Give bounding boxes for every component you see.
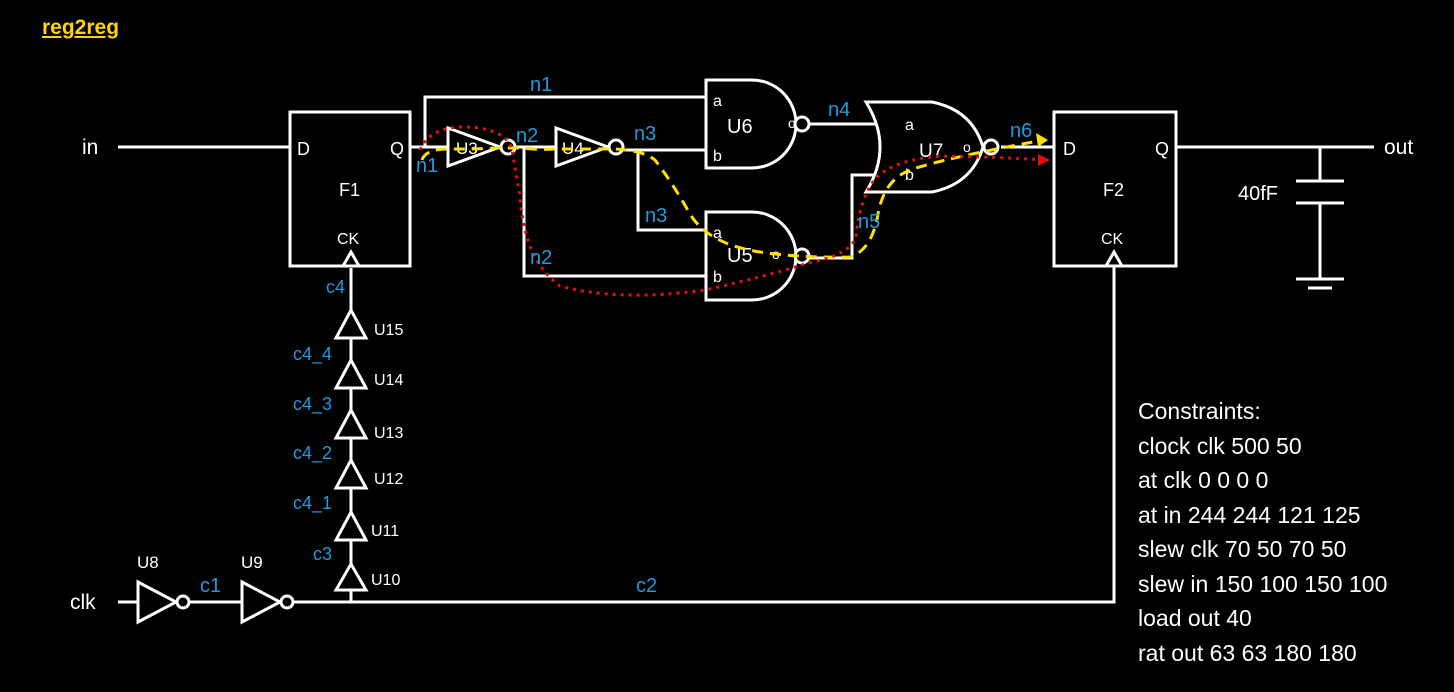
net-n2-label: n2: [530, 247, 552, 269]
u8-label: U8: [137, 553, 159, 572]
u5-pin-b: b: [713, 269, 722, 286]
net-c4-label: c4: [326, 277, 345, 297]
net-n4-label: n4: [828, 99, 850, 121]
flop-f2-clock-triangle: [1103, 248, 1125, 268]
net-c4-4-label: c4_4: [293, 344, 332, 365]
nand-gate-u6: a b o U6: [704, 78, 811, 170]
u7-bubble: [982, 138, 1000, 156]
f1-d-pin: D: [297, 139, 310, 159]
load-capacitor: [1296, 179, 1344, 290]
buffer-u11: [333, 508, 369, 542]
f2-q-pin: Q: [1155, 139, 1169, 159]
flop-f1-clock-triangle: [340, 248, 362, 268]
u6-pin-b: b: [713, 148, 722, 165]
u3-body: [446, 125, 505, 169]
u6-pin-o: o: [788, 115, 796, 131]
inverter-u4: U4: [554, 125, 625, 169]
u9-label: U9: [241, 553, 263, 572]
net-n3-label-top: n3: [634, 123, 656, 145]
wire-n3-down: [636, 150, 706, 232]
u15-label: U15: [374, 322, 403, 339]
load-cap-label: 40fF: [1238, 183, 1278, 205]
net-c4-3-label: c4_3: [293, 394, 332, 415]
u11-label: U11: [371, 523, 399, 540]
constraints-heading: Constraints:: [1138, 398, 1261, 424]
u9-body: [240, 579, 284, 625]
u6-bubble: [793, 115, 811, 133]
f1-label: F1: [339, 180, 360, 200]
u6-label: U6: [727, 116, 753, 138]
f2-label: F2: [1103, 180, 1124, 200]
net-labels: n1 n1 n2 n2 n3 n3 n4 n5 n6 c1 c2 c3 c4_1…: [200, 74, 1032, 597]
net-n5-label: n5: [858, 211, 880, 233]
inverter-u3: U3: [446, 125, 517, 169]
constraint-line: load out 40: [1138, 605, 1252, 631]
nor-gate-u7: a b o U7: [863, 100, 1000, 194]
port-clk-label: clk: [70, 591, 96, 614]
net-c4-1-label: c4_1: [293, 493, 332, 514]
net-c4-2-label: c4_2: [293, 443, 332, 464]
flop-f1-box: [288, 110, 412, 268]
diagram-title: reg2reg: [42, 16, 120, 39]
u4-body: [554, 125, 613, 169]
buffer-u13: [333, 406, 369, 440]
constraint-line: slew in 150 100 150 100: [1138, 570, 1388, 597]
clock-buffer-chain: U10 U11 U12 U13 U14 U15: [333, 306, 403, 592]
wire-n1-top: [423, 95, 706, 147]
u12-label: U12: [374, 471, 403, 488]
u8-bubble: [175, 594, 191, 610]
buffer-u15: [333, 306, 369, 340]
u14-label: U14: [374, 372, 403, 389]
port-out-label: out: [1384, 136, 1413, 159]
critical-path-dashed: [420, 138, 1045, 259]
net-c3-label: c3: [313, 544, 332, 564]
constraint-line: at clk 0 0 0 0: [1138, 467, 1269, 493]
wire-n2-down: [522, 147, 706, 278]
u13-label: U13: [374, 425, 403, 442]
net-n1-label: n1: [416, 155, 438, 177]
net-c2-label: c2: [636, 575, 657, 597]
f2-ck-pin: CK: [1101, 231, 1124, 248]
wire-c2: [294, 264, 1116, 604]
net-n3-label: n3: [645, 205, 667, 227]
f1-ck-pin: CK: [337, 231, 360, 248]
flop-f1: D Q F1 CK: [288, 110, 412, 268]
u7-pin-a: a: [905, 117, 914, 134]
port-in-label: in: [82, 136, 98, 159]
constraint-line: rat out 63 63 180 180: [1138, 639, 1357, 666]
buffer-u14: [333, 356, 369, 390]
u6-pin-a: a: [713, 93, 722, 110]
f1-q-pin: Q: [390, 139, 404, 159]
u5-label: U5: [727, 245, 753, 267]
constraint-line: clock clk 500 50: [1138, 432, 1302, 459]
inverter-u8: U8: [136, 553, 191, 625]
buffer-u10: [333, 560, 369, 592]
u3-label: U3: [456, 139, 478, 158]
inverter-u9: U9: [240, 553, 295, 625]
constraint-line: slew clk 70 50 70 50: [1138, 536, 1347, 562]
u7-pin-b: b: [905, 167, 914, 184]
constraint-line: at in 244 244 121 125: [1138, 501, 1361, 528]
u10-label: U10: [371, 572, 400, 589]
u9-bubble: [279, 594, 295, 610]
f2-d-pin: D: [1063, 139, 1076, 159]
u4-bubble: [607, 138, 625, 156]
constraints-block: Constraints: clock clk 500 50 at clk 0 0…: [1138, 394, 1387, 670]
net-n2-label-top: n2: [516, 125, 538, 147]
flop-f2: D Q F2 CK: [1052, 110, 1178, 268]
u8-body: [136, 579, 180, 625]
critical-path-arrowhead: [1036, 133, 1048, 147]
buffer-u12: [333, 456, 369, 490]
alternate-path-arrowhead: [1038, 154, 1050, 166]
net-c1-label: c1: [200, 575, 221, 597]
u7-pin-o: o: [963, 139, 971, 155]
u5-pin-a: a: [713, 225, 722, 242]
flop-f2-box: [1052, 110, 1178, 268]
net-n1-label-top: n1: [530, 74, 552, 96]
u7-body: [863, 100, 985, 194]
net-n6-label: n6: [1010, 120, 1032, 142]
